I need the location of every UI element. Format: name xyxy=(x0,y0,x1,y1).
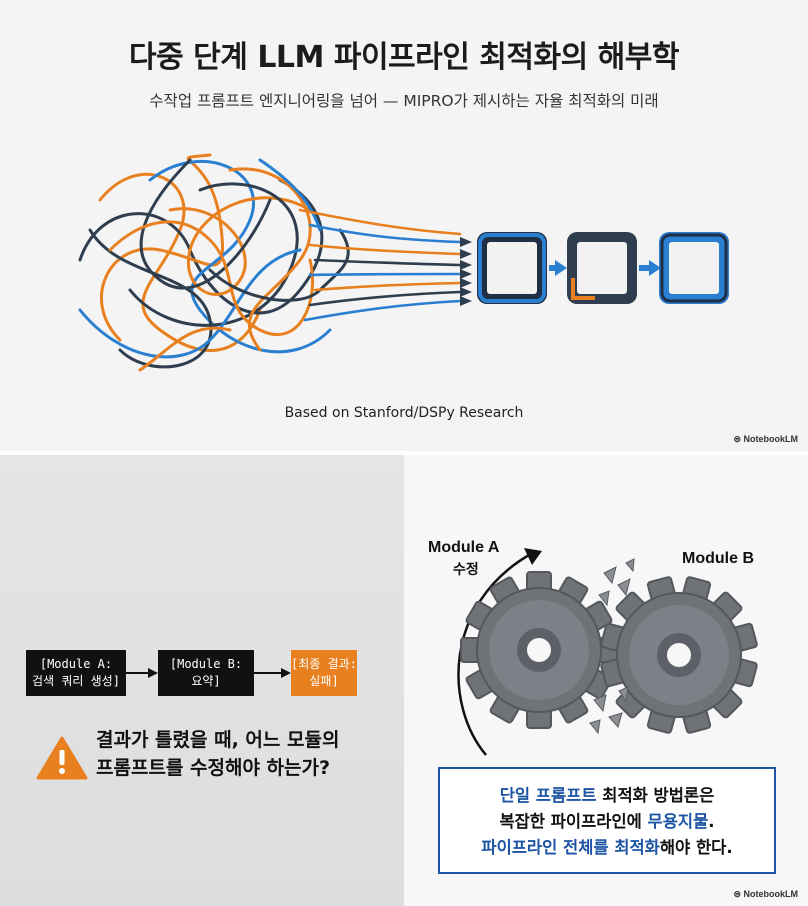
module-b-box: [Module B: 요약] xyxy=(158,650,254,696)
conclusion-line-1: 단일 프롬프트 최적화 방법론은 xyxy=(499,786,715,805)
module-a-box: [Module A: 검색 쿼리 생성] xyxy=(26,650,126,696)
pipeline-module-3 xyxy=(659,232,729,304)
notebooklm-brand: ⊜ NotebookLM xyxy=(733,434,798,444)
question-text: 결과가 틀렸을 때, 어느 모듈의 프롬프트를 수정해야 하는가? xyxy=(96,729,340,779)
warning-icon xyxy=(36,736,88,780)
notebooklm-logo-icon: ⊜ xyxy=(733,434,741,444)
conclusion-box: 단일 프롬프트 최적화 방법론은 복잡한 파이프라인에 무용지물. 파이프라인 … xyxy=(438,767,776,874)
flow-arrows xyxy=(126,668,291,678)
broken-shards xyxy=(589,558,635,735)
pipeline-module-1 xyxy=(477,232,547,304)
module-b-label: Module B xyxy=(682,550,754,567)
notebooklm-brand-2: ⊜ NotebookLM xyxy=(733,889,798,899)
broken-gears-illustration xyxy=(457,548,758,756)
slide-title: 다중 단계 LLM 파이프라인 최적화의 해부학 수작업 프롬프트 엔지니어링을… xyxy=(0,0,808,451)
notebooklm-logo-icon: ⊜ xyxy=(733,889,741,899)
page-title: 다중 단계 LLM 파이프라인 최적화의 해부학 xyxy=(129,40,679,75)
slide-solution: Module A 수정 Module B 단일 프롬프트 최적화 방법론은 복잡… xyxy=(404,455,808,906)
module-a-label: Module A xyxy=(428,539,500,556)
source-caption: Based on Stanford/DSPy Research xyxy=(284,405,524,421)
pipeline-modules-illustration xyxy=(477,232,729,304)
gear-module-b xyxy=(600,576,758,734)
conclusion-line-2: 복잡한 파이프라인에 무용지물. xyxy=(499,812,715,831)
page-subtitle: 수작업 프롬프트 엔지니어링을 넘어 — MIPRO가 제시하는 자율 최적화의… xyxy=(149,92,659,110)
module-a-modify-label: 수정 xyxy=(453,562,479,578)
tangled-lines-illustration xyxy=(78,153,472,372)
pipeline-module-2 xyxy=(567,232,637,304)
slide-divider xyxy=(0,451,808,455)
conclusion-line-3: 파이프라인 전체를 최적화해야 한다. xyxy=(481,838,733,857)
slide-problem: [Module A: 검색 쿼리 생성] [Module B: 요약] [최종 … xyxy=(0,455,404,906)
final-result-box: [최종 결과: 실패] xyxy=(291,650,357,696)
